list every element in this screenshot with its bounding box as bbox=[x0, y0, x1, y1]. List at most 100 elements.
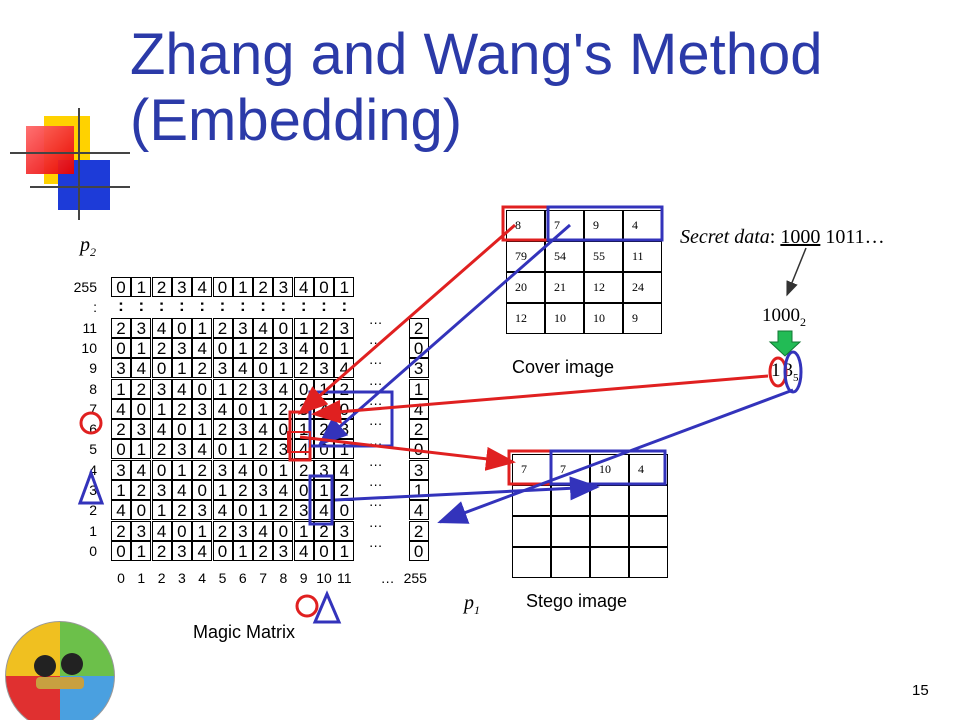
matrix-cell: 0 bbox=[111, 337, 131, 358]
matrix-cell: 0 bbox=[232, 500, 253, 521]
matrix-cell: 4 bbox=[212, 500, 233, 521]
matrix-cell: 3 bbox=[171, 277, 192, 297]
matrix-cell: 4 bbox=[232, 459, 253, 480]
matrix-cell: 2 bbox=[111, 520, 131, 541]
matrix-cell: 0 bbox=[171, 419, 192, 440]
matrix-last-column-cell: 2 bbox=[408, 317, 429, 338]
matrix-row-ellipsis: … bbox=[368, 533, 383, 550]
matrix-cell: 0 bbox=[192, 378, 213, 399]
matrix-last-column-cell: 2 bbox=[408, 520, 429, 541]
decor-hline-2 bbox=[30, 186, 130, 188]
matrix-cell: 2 bbox=[273, 398, 294, 419]
matrix-cell: 3 bbox=[131, 419, 152, 440]
x-axis-label: 0 bbox=[117, 570, 125, 587]
matrix-cell: 1 bbox=[151, 500, 172, 521]
y-axis-label: 9 bbox=[89, 360, 97, 377]
matrix-cell: 3 bbox=[192, 500, 213, 521]
matrix-cell: 4 bbox=[131, 459, 152, 480]
matrix-cell: 3 bbox=[171, 439, 192, 460]
matrix-ellipsis-cell: : bbox=[199, 296, 206, 316]
matrix-ellipsis-cell: : bbox=[321, 296, 327, 316]
cover-red-box bbox=[501, 205, 550, 242]
cover-pixel-cell: 55 bbox=[584, 241, 623, 272]
matrix-cell: 4 bbox=[111, 500, 131, 521]
cover-image-caption: Cover image bbox=[512, 357, 615, 377]
decor-red-block bbox=[26, 126, 74, 174]
matrix-row-ellipsis: … bbox=[368, 452, 383, 469]
y-axis-label: 11 bbox=[82, 319, 97, 336]
matrix-cell: 1 bbox=[232, 439, 253, 460]
matrix-cell: 4 bbox=[273, 480, 294, 500]
y-axis-label: 5 bbox=[89, 441, 97, 458]
x9-triangle-marker bbox=[312, 590, 342, 624]
title-line-2: (Embedding) bbox=[130, 88, 463, 153]
matrix-cell: 1 bbox=[192, 520, 213, 541]
x-axis-label: 6 bbox=[238, 570, 247, 587]
matrix-cell: 3 bbox=[151, 378, 172, 399]
x-axis-label: 9 bbox=[299, 570, 308, 587]
matrix-cell: 2 bbox=[232, 378, 253, 399]
matrix-cell: 0 bbox=[131, 398, 152, 419]
cover-pixel-cell: 20 bbox=[506, 272, 545, 303]
matrix-cell: 1 bbox=[131, 540, 152, 561]
matrix-cell: 0 bbox=[253, 459, 274, 480]
y-axis-label: 3 bbox=[89, 482, 97, 498]
matrix-cell: 2 bbox=[212, 520, 233, 541]
matrix-row-ellipsis: … bbox=[368, 432, 383, 449]
matrix-cell: 1 bbox=[232, 277, 253, 297]
digit3-to-matrix-blue-arrow bbox=[437, 388, 794, 524]
decor-vline bbox=[78, 108, 80, 220]
matrix-cell: 3 bbox=[212, 459, 233, 480]
base5-digit-2: 3 bbox=[783, 360, 794, 381]
decor-hline bbox=[10, 152, 130, 154]
matrix-cell: 4 bbox=[273, 378, 294, 399]
matrix-cell: 2 bbox=[111, 419, 131, 440]
matrix-cell: 1 bbox=[334, 337, 355, 358]
cover-to-matrix-blue-arrow bbox=[317, 223, 571, 446]
matrix-cell: 0 bbox=[171, 520, 192, 541]
matrix-cell: 2 bbox=[171, 500, 192, 521]
matrix-cell: 3 bbox=[111, 358, 131, 379]
y-axis-label: 6 bbox=[89, 421, 97, 438]
page-title: Zhang and Wang's Method (Embedding) bbox=[130, 22, 930, 154]
matrix-last-column-cell: 3 bbox=[408, 459, 429, 480]
cover-pixel-cell: 7 bbox=[545, 210, 584, 241]
matrix-cell: 2 bbox=[314, 520, 334, 541]
cover-to-matrix-red-arrow bbox=[297, 223, 516, 415]
matrix-cell: 2 bbox=[192, 459, 213, 480]
down-arrow-icon bbox=[768, 330, 802, 357]
matrix-cell: 1 bbox=[273, 459, 294, 480]
matrix-cell: 1 bbox=[253, 398, 274, 419]
binary-value: 10002 bbox=[762, 305, 806, 329]
matrix-cell: 4 bbox=[192, 540, 213, 561]
digit1-to-matrix-red-arrow bbox=[311, 374, 769, 424]
x-axis-label: 4 bbox=[198, 570, 207, 587]
y-axis-label: 4 bbox=[89, 461, 97, 478]
matrix-cell: 1 bbox=[171, 459, 192, 480]
magic-matrix-caption: Magic Matrix bbox=[193, 622, 296, 642]
matrix-cell: 3 bbox=[131, 317, 152, 338]
y-axis-label: : bbox=[93, 299, 97, 316]
stego-image-caption: Stego image bbox=[526, 591, 628, 611]
x-axis-label: 7 bbox=[259, 570, 267, 587]
cover-pixel-cell: 10 bbox=[545, 303, 584, 334]
matrix-cell: 4 bbox=[334, 459, 355, 480]
matrix-cell: 4 bbox=[293, 540, 314, 561]
matrix-ellipsis-cell: : bbox=[179, 296, 185, 316]
matrix-cell: 2 bbox=[151, 540, 172, 561]
matrix-cell: 0 bbox=[192, 480, 213, 500]
matrix-last-column-cell: 2 bbox=[408, 419, 429, 440]
x-axis-label: 255 bbox=[403, 570, 427, 587]
x-axis-label: … bbox=[380, 570, 395, 587]
matrix-cell: 2 bbox=[273, 500, 294, 521]
y-axis-label: 0 bbox=[89, 542, 97, 559]
matrix-cell: 3 bbox=[171, 337, 192, 358]
matrix-row-ellipsis: … bbox=[368, 412, 383, 429]
matrix-cell: 0 bbox=[314, 337, 334, 358]
y-axis-label: 8 bbox=[89, 380, 97, 397]
x-axis-label: 1 bbox=[137, 570, 146, 587]
matrix-cell: 1 bbox=[334, 540, 355, 561]
matrix-cell: 0 bbox=[212, 439, 233, 460]
matrix-ellipsis-cell: : bbox=[158, 296, 165, 316]
